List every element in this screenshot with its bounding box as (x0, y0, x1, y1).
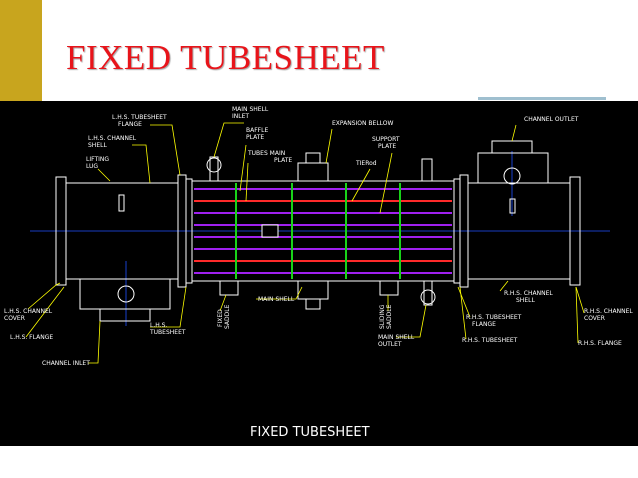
label-lifting-lug: LIFTING LUG (86, 156, 109, 170)
drawing-area: L.H.S. TUBESHEET FLANGE MAIN SHELL INLET… (0, 101, 638, 446)
svg-text:PLATE: PLATE (246, 134, 264, 141)
svg-text:MAIN SHELL: MAIN SHELL (232, 106, 269, 113)
svg-text:TUBESHEET: TUBESHEET (149, 329, 186, 336)
svg-text:PLATE: PLATE (378, 143, 396, 150)
svg-text:L.H.S. CHANNEL: L.H.S. CHANNEL (4, 308, 53, 315)
svg-text:PLATE: PLATE (274, 157, 292, 164)
svg-text:LUG: LUG (86, 163, 98, 170)
svg-text:FLANGE: FLANGE (118, 121, 142, 128)
label-tubes: TUBES MAIN PLATE (247, 150, 292, 164)
label-lhs-tubesheet-flange: L.H.S. TUBESHEET FLANGE (112, 114, 167, 128)
label-rhs-flange: R.H.S. FLANGE (578, 340, 622, 347)
svg-text:MAIN SHELL: MAIN SHELL (378, 334, 415, 341)
baffles (235, 183, 401, 279)
label-channel-outlet: CHANNEL OUTLET (524, 116, 579, 123)
svg-text:TUBES MAIN: TUBES MAIN (247, 150, 285, 157)
label-rhs-tubesheet: R.H.S. TUBESHEET (462, 337, 518, 344)
label-lhs-channel-shell: L.H.S. CHANNEL SHELL (88, 135, 137, 149)
label-sliding-saddle: SLIDING SADDLE (379, 304, 393, 329)
svg-text:BAFFLE: BAFFLE (246, 127, 268, 134)
svg-text:OUTLET: OUTLET (378, 341, 402, 348)
svg-text:SUPPORT: SUPPORT (372, 136, 400, 143)
svg-text:L.H.S.: L.H.S. (150, 322, 167, 329)
svg-text:R.H.S. CHANNEL: R.H.S. CHANNEL (504, 290, 553, 297)
leader-lines (25, 122, 585, 364)
label-rhs-channel-cover: R.H.S. CHANNEL COVER (584, 308, 633, 322)
svg-text:L.H.S. CHANNEL: L.H.S. CHANNEL (88, 135, 137, 142)
svg-text:SHELL: SHELL (88, 142, 107, 149)
label-main-shell-inlet: MAIN SHELL INLET (232, 106, 269, 120)
svg-text:SADDLE: SADDLE (386, 304, 393, 329)
label-tierod: TIERod (355, 160, 377, 167)
svg-text:SLIDING: SLIDING (379, 304, 386, 329)
label-expansion-bellow: EXPANSION BELLOW (332, 120, 394, 127)
svg-text:L.H.S. TUBESHEET: L.H.S. TUBESHEET (112, 114, 167, 121)
svg-text:R.H.S. TUBESHEET: R.H.S. TUBESHEET (466, 314, 522, 321)
label-lhs-flange: L.H.S. FLANGE (10, 334, 53, 341)
svg-text:SHELL: SHELL (516, 297, 535, 304)
diagram-caption: FIXED TUBESHEET (250, 425, 370, 440)
lhs-channel (55, 174, 193, 322)
svg-text:R.H.S. CHANNEL: R.H.S. CHANNEL (584, 308, 633, 315)
svg-text:FLANGE: FLANGE (472, 321, 496, 328)
label-fixed-saddle: FIXED SADDLE (217, 304, 231, 329)
slide-title: FIXED TUBESHEET (66, 38, 385, 77)
tube-support-block (261, 224, 279, 238)
label-channel-inlet: CHANNEL INLET (42, 360, 90, 367)
label-lhs-tubesheet: L.H.S. TUBESHEET (149, 322, 186, 336)
label-main-shell: MAIN SHELL (258, 296, 295, 303)
svg-text:COVER: COVER (584, 315, 605, 322)
label-lhs-channel-cover: L.H.S. CHANNEL COVER (4, 308, 53, 322)
exchanger-diagram: L.H.S. TUBESHEET FLANGE MAIN SHELL INLET… (4, 106, 633, 440)
svg-text:FIXED: FIXED (217, 309, 224, 327)
title-underline (478, 97, 606, 100)
label-baffle-plate: BAFFLE PLATE (246, 127, 268, 141)
label-main-shell-outlet: MAIN SHELL OUTLET (378, 334, 415, 348)
label-rhs-channel-shell: R.H.S. CHANNEL SHELL (504, 290, 553, 304)
svg-text:SADDLE: SADDLE (224, 304, 231, 329)
accent-bar (0, 0, 42, 101)
svg-text:INLET: INLET (232, 113, 249, 120)
label-rhs-tubesheet-flange: R.H.S. TUBESHEET FLANGE (466, 314, 522, 328)
svg-text:COVER: COVER (4, 315, 25, 322)
rhs-channel (453, 140, 581, 288)
label-support-plate: SUPPORT PLATE (372, 136, 400, 150)
svg-text:LIFTING: LIFTING (86, 156, 109, 163)
